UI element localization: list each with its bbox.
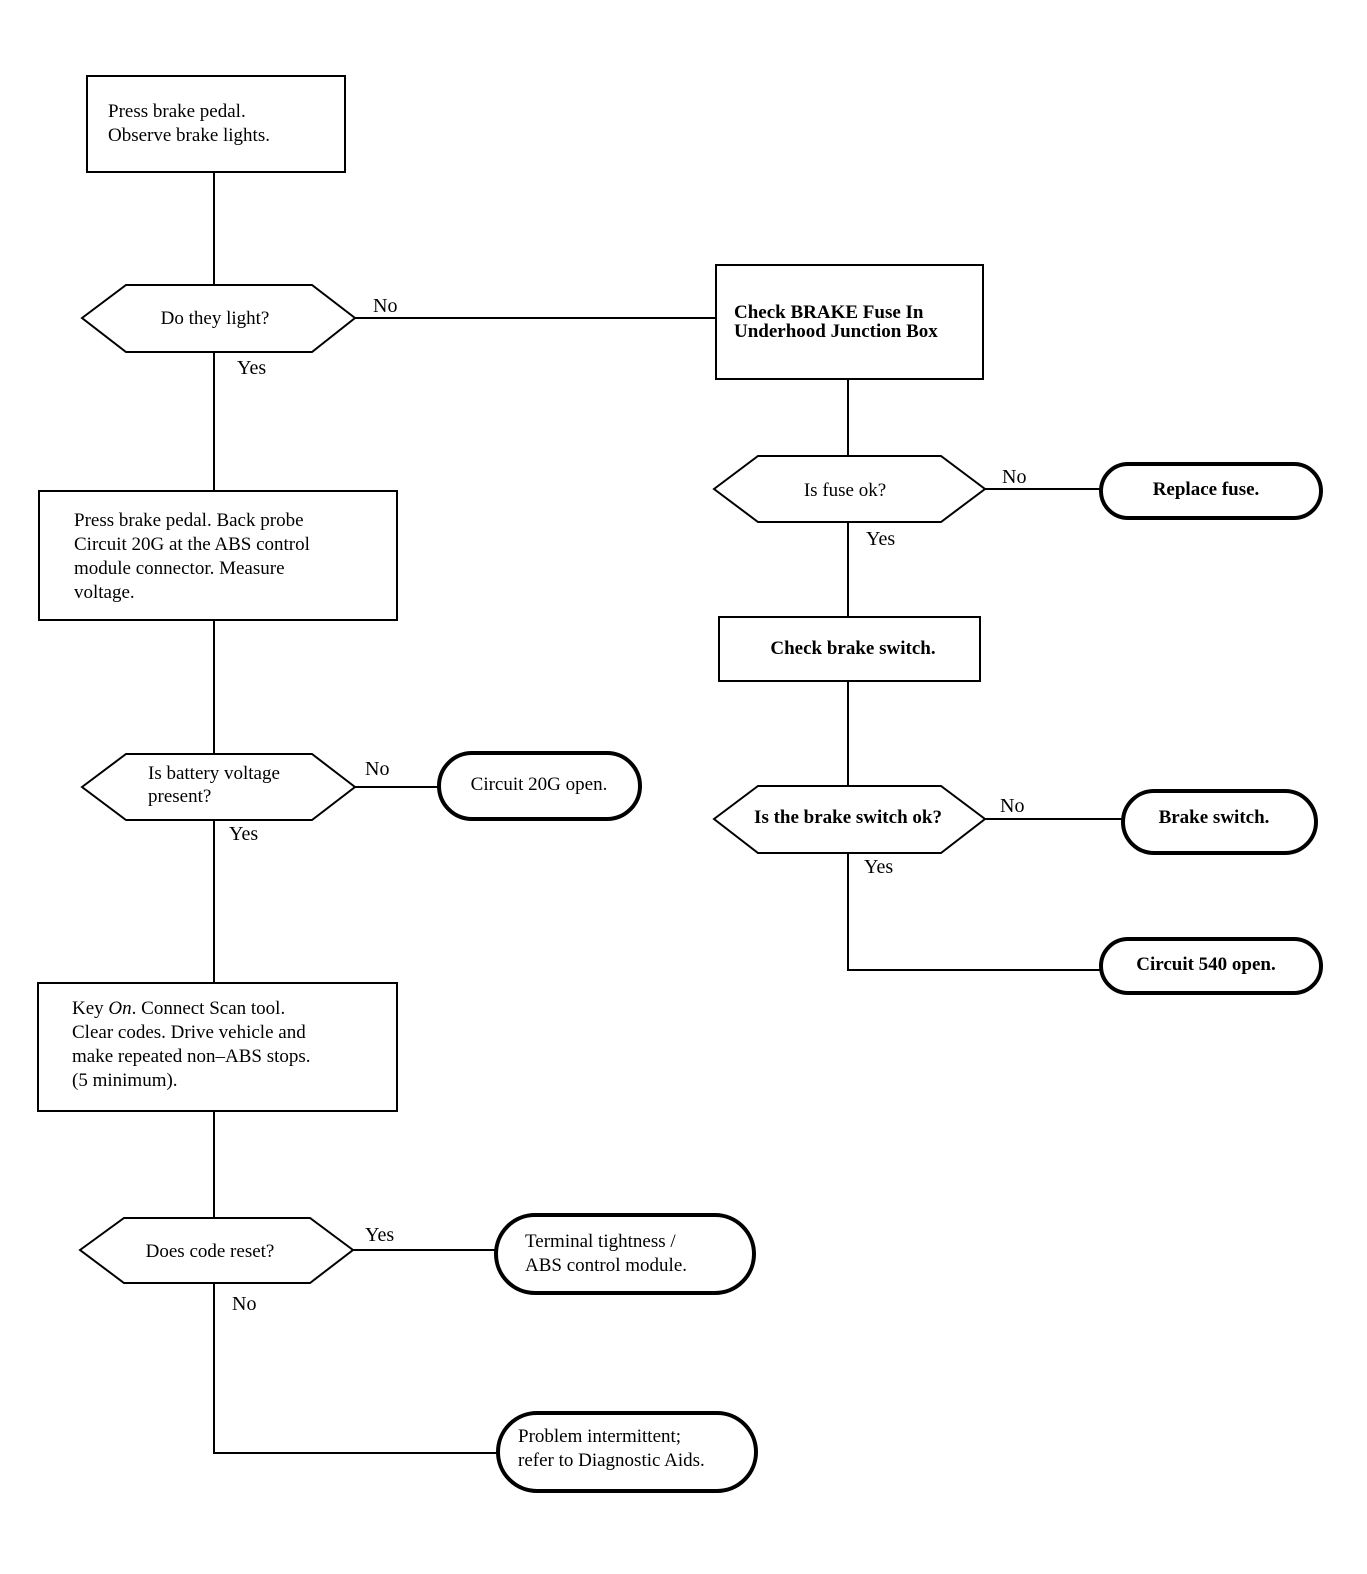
edge-label-code-yes: Yes xyxy=(365,1224,394,1246)
decision-hexagon xyxy=(78,1217,355,1284)
edge-label-light-no: No xyxy=(373,295,397,317)
edge-label-switch-no: No xyxy=(1000,795,1024,817)
node-line: Check brake switch. xyxy=(770,638,935,659)
edge-label-voltage-yes: Yes xyxy=(229,823,258,845)
node-text: Problem intermittent; refer to Diagnostic… xyxy=(518,1426,705,1471)
node-text: Is the brake switch ok? xyxy=(754,807,942,828)
decision-hexagon xyxy=(80,753,357,821)
node-line-part: Key xyxy=(72,998,108,1019)
node-line: Is battery voltage xyxy=(148,763,280,784)
node-replace-fuse: Replace fuse. xyxy=(1099,462,1323,520)
node-line: Problem intermittent; xyxy=(518,1426,681,1447)
node-line: ABS control module. xyxy=(525,1255,687,1276)
terminal-box xyxy=(496,1411,758,1493)
node-line: Circuit 20G at the ABS control xyxy=(74,534,310,555)
node-line: Observe brake lights. xyxy=(108,125,270,146)
node-text: Brake switch. xyxy=(1159,807,1270,828)
node-brake-switch: Brake switch. xyxy=(1121,789,1318,855)
node-line-part: . Connect Scan tool. xyxy=(132,998,286,1019)
node-line: Press brake pedal. xyxy=(108,101,246,122)
node-q-code: Does code reset? xyxy=(78,1217,355,1284)
node-intermittent: Problem intermittent; refer to Diagnostic… xyxy=(496,1411,758,1493)
process-box xyxy=(38,490,398,621)
edge-labels: No Yes No Yes No Yes No Yes Yes No xyxy=(229,295,1026,1315)
node-line: Is fuse ok? xyxy=(804,480,886,501)
node-line: present? xyxy=(148,786,211,807)
process-box xyxy=(86,75,346,173)
decision-hexagon xyxy=(712,785,987,854)
decision-hexagon xyxy=(80,284,357,353)
node-line: refer to Diagnostic Aids. xyxy=(518,1450,705,1471)
node-line: Circuit 20G open. xyxy=(471,774,608,795)
process-box xyxy=(715,264,984,380)
edge-label-voltage-no: No xyxy=(365,758,389,780)
node-line: Is the brake switch ok? xyxy=(754,807,942,828)
node-text: Check brake switch. xyxy=(770,638,935,659)
edge-label-fuse-no: No xyxy=(1002,466,1026,488)
node-line: Replace fuse. xyxy=(1153,479,1260,500)
node-text: Replace fuse. xyxy=(1153,479,1260,500)
node-start: Press brake pedal. Observe brake lights. xyxy=(86,75,346,173)
node-line-part: On xyxy=(108,998,131,1019)
node-terminal: Terminal tightness / ABS control module. xyxy=(494,1213,756,1295)
node-line: Check BRAKE Fuse In xyxy=(734,302,924,323)
edge-label-fuse-yes: Yes xyxy=(866,528,895,550)
node-q-light: Do they light? xyxy=(80,284,357,353)
node-q-switch: Is the brake switch ok? xyxy=(712,785,987,854)
node-line: Underhood Junction Box xyxy=(734,321,938,342)
node-check-switch: Check brake switch. xyxy=(718,616,981,682)
terminal-box xyxy=(494,1213,756,1295)
node-line: (5 minimum). xyxy=(72,1070,178,1091)
decision-hexagon xyxy=(712,455,987,523)
node-text: Circuit 20G open. xyxy=(471,774,608,795)
node-line: Brake switch. xyxy=(1159,807,1270,828)
connector-q-switch-yes xyxy=(847,853,1101,971)
node-line: Terminal tightness / xyxy=(525,1231,676,1252)
connectors xyxy=(213,172,1123,1454)
terminal-box xyxy=(1121,789,1318,855)
node-text: Circuit 540 open. xyxy=(1136,954,1276,975)
node-key-on: Key On. Connect Scan tool. Clear codes. D… xyxy=(37,982,398,1112)
node-circuit-540: Circuit 540 open. xyxy=(1099,937,1323,995)
node-text: Press brake pedal. Observe brake lights. xyxy=(108,101,270,146)
terminal-box xyxy=(437,751,642,821)
node-line: Key On. Connect Scan tool. xyxy=(72,998,285,1019)
edge-label-code-no: No xyxy=(232,1293,256,1315)
edge-label-switch-yes: Yes xyxy=(864,856,893,878)
node-q-fuse: Is fuse ok? xyxy=(712,455,987,523)
node-line: make repeated non–ABS stops. xyxy=(72,1046,311,1067)
node-line: Do they light? xyxy=(161,308,270,329)
node-line: Circuit 540 open. xyxy=(1136,954,1276,975)
node-line: voltage. xyxy=(74,582,135,603)
node-text: Key On. Connect Scan tool. Clear codes. D… xyxy=(72,998,311,1091)
node-text: Does code reset? xyxy=(146,1241,275,1262)
node-line: module connector. Measure xyxy=(74,558,285,579)
node-line: Does code reset? xyxy=(146,1241,275,1262)
node-circuit-20g: Circuit 20G open. xyxy=(437,751,642,821)
node-text: Is fuse ok? xyxy=(804,480,886,501)
process-box xyxy=(37,982,398,1112)
node-text: Terminal tightness / ABS control module. xyxy=(525,1231,687,1276)
terminal-box xyxy=(1099,937,1323,995)
terminal-box xyxy=(1099,462,1323,520)
process-box xyxy=(718,616,981,682)
node-line: Clear codes. Drive vehicle and xyxy=(72,1022,306,1043)
node-line: Press brake pedal. Back probe xyxy=(74,510,304,531)
edge-label-light-yes: Yes xyxy=(237,357,266,379)
connector-q-code-no xyxy=(213,1283,498,1454)
node-text: Do they light? xyxy=(161,308,270,329)
